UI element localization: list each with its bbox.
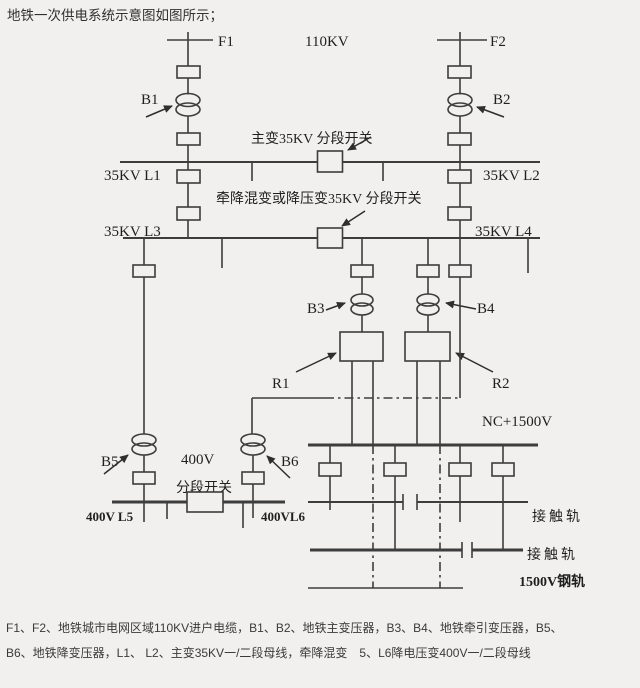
dc-feeder-switch (448, 462, 472, 477)
feed-b5-column: B5 (101, 238, 157, 522)
feeder-f2-terminal (437, 32, 487, 66)
transformer-b5-symbol (131, 442, 157, 456)
breaker-f2-upper (447, 65, 472, 79)
transformer-b2-symbol (447, 102, 473, 117)
breaker-f1-upper (176, 65, 201, 79)
caption-line-2: B6、地铁降变压器，L1、 L2、主变35KV一/二段母线，牵降混变 5、L6降… (6, 645, 531, 660)
b5-pointer-arrow (103, 454, 129, 475)
transformer-b1-symbol (175, 92, 201, 108)
tie-l2-l4 (447, 162, 472, 238)
breaker (448, 264, 472, 278)
transformer-b1-label: B1 (141, 92, 159, 108)
transformer-b2-label: B2 (493, 92, 511, 108)
transformer-b5-symbol (131, 433, 157, 447)
rectifier-r1-box (339, 331, 384, 362)
transformer-b3-symbol (350, 302, 374, 316)
dc-bus-label: NC+1500V (482, 414, 552, 430)
bus-stubs (251, 162, 384, 181)
r1-pointer-arrow (295, 352, 337, 373)
b3-pointer-arrow (325, 302, 346, 311)
rectifier-r1-label: R1 (272, 376, 290, 392)
bus-35kv-l3-l4: 35KV L3 35KV L4 牵降混变或降压变35KV 分段开关 (104, 191, 540, 273)
dc-feeder-switch (383, 462, 407, 477)
main-35kv-section-switch-box (316, 150, 344, 173)
transformer-b6-symbol (240, 433, 266, 447)
contact-rail-2-label: 接触轨 (527, 546, 578, 563)
transformer-b6-symbol (240, 442, 266, 456)
transformer-b4-symbol (416, 302, 440, 316)
bus-stubs (166, 502, 244, 528)
traction-switch-arrow (341, 210, 366, 227)
rectifier-r2-outputs (416, 361, 441, 445)
bus-l3-label: 35KV L3 (104, 224, 161, 240)
lv-section-switch-box (186, 491, 224, 513)
transformer-b6-label: B6 (281, 454, 299, 470)
transformer-b4-label: B4 (477, 301, 495, 317)
breaker (176, 169, 201, 184)
bus-l4-label: 35KV L4 (475, 224, 532, 240)
transformer-b3-symbol (350, 293, 374, 307)
traction-b4-r2-column: B4 R2 (404, 238, 510, 445)
contact-rail-1-label: 接触轨 (532, 508, 583, 525)
breaker (241, 471, 265, 485)
rectifier-r2-label: R2 (492, 376, 510, 392)
dc-return-wires (372, 445, 441, 588)
breaker (176, 206, 201, 221)
bus-stubs (221, 238, 529, 273)
bus-l2-label: 35KV L2 (483, 168, 540, 184)
transformer-b3-label: B3 (307, 301, 325, 317)
breaker (132, 264, 156, 278)
breaker (350, 264, 374, 278)
bus-l1-label: 35KV L1 (104, 168, 161, 184)
dc-feeder-switch (318, 462, 342, 477)
transformer-b4-symbol (416, 293, 440, 307)
voltage-110kv-label: 110KV (305, 34, 349, 50)
transformer-b1-symbol (175, 102, 201, 117)
steel-rail-label: 1500V钢轨 (519, 573, 585, 590)
transformer-b2-symbol (447, 92, 473, 108)
traction-b3-r1-column: B3 R1 (272, 238, 384, 445)
contact-rail-2-gap (461, 542, 473, 558)
breaker (447, 206, 472, 221)
tie-l1-l3 (176, 162, 201, 238)
feeder-f2-column: B2 F2 (437, 32, 511, 162)
dc-1500v-section: NC+1500V 接触轨 接触轨 1500V钢轨 (308, 414, 585, 590)
feeder-f1-terminal (167, 32, 213, 66)
rectifier-r1-outputs (351, 361, 374, 445)
rectifier-r2-box (404, 331, 451, 362)
bus-35kv-l1-l2: 35KV L1 35KV L2 主变35KV 分段开关 (104, 131, 540, 184)
feeder-f1-column: F1 B1 (141, 32, 234, 162)
bus-l5-label: 400V L5 (86, 509, 134, 524)
r2-pointer-arrow (455, 352, 494, 373)
feeder-f2-label: F2 (490, 34, 506, 50)
page-title: 地铁一次供电系统示意图如图所示； (7, 7, 223, 24)
breaker-f2-lower (447, 132, 472, 146)
caption: F1、F2、地铁城市电网区域110KV进户电缆，B1、B2、地铁主变压器，B3、… (6, 620, 563, 660)
main-switch-arrow (347, 136, 372, 151)
bus-l6-label: 400VL6 (261, 509, 306, 524)
feed-b6-column: B6 (240, 238, 472, 518)
caption-line-1: F1、F2、地铁城市电网区域110KV进户电缆，B1、B2、地铁主变压器，B3、… (6, 620, 563, 635)
breaker-f1-lower (176, 132, 201, 146)
feeder-f1-label: F1 (218, 34, 234, 50)
b2-pointer-arrow (476, 106, 505, 118)
breaker (132, 471, 156, 485)
contact-rail-1-gap (402, 494, 418, 510)
traction-section-switch-label: 牵降混变或降压变35KV 分段开关 (216, 191, 421, 207)
lv-voltage-label: 400V (181, 452, 215, 468)
b6-pointer-arrow (266, 455, 291, 479)
breaker (447, 169, 472, 184)
b1-pointer-arrow (145, 105, 173, 118)
transformer-b5-label: B5 (101, 454, 119, 470)
b4-pointer-arrow (445, 300, 477, 310)
traction-35kv-section-switch-box (316, 227, 344, 249)
main-section-switch-label: 主变35KV 分段开关 (251, 131, 372, 147)
dc-feeder-switch (491, 462, 515, 477)
bus-400v-l5-l6: 400V 分段开关 400V L5 400VL6 (86, 452, 306, 528)
breaker (416, 264, 440, 278)
